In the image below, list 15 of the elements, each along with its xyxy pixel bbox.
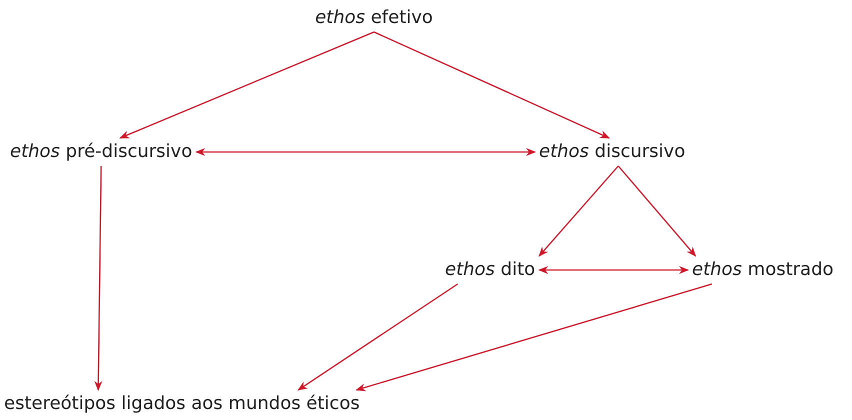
arrow: [297, 283, 458, 391]
node-label: ethos discursivo: [539, 141, 686, 162]
node-label: estereótipos ligados aos mundos éticos: [4, 393, 360, 414]
arrow: [119, 31, 374, 139]
node-label: ethos dito: [445, 259, 536, 280]
arrow: [94, 166, 102, 391]
arrow: [356, 283, 712, 392]
arrow: [195, 148, 536, 156]
arrow: [618, 166, 696, 257]
arrow: [538, 266, 689, 274]
node-label: ethos pré-discursivo: [10, 141, 192, 162]
arrow: [538, 166, 619, 257]
node-label: ethos mostrado: [692, 259, 834, 280]
arrow: [374, 31, 610, 139]
node-label: ethos efetivo: [315, 7, 433, 28]
